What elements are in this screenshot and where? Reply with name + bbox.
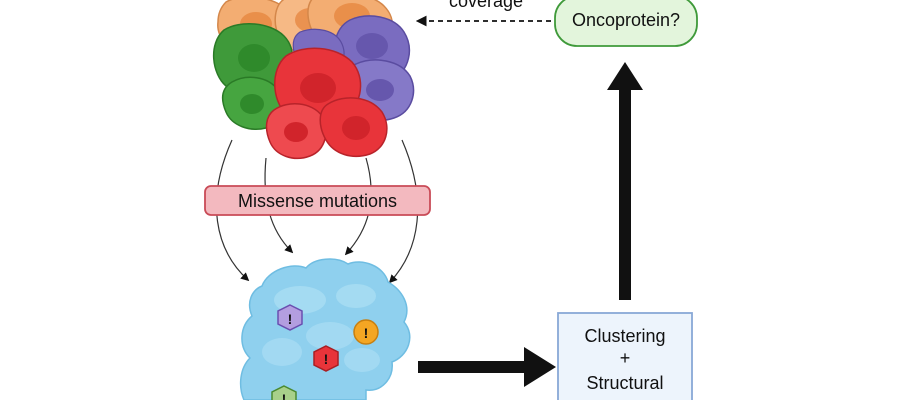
oncoprotein-label: Oncoprotein? bbox=[572, 10, 680, 30]
protein-structure: ! ! ! ! bbox=[239, 258, 411, 400]
arrow-protein-to-clustering bbox=[418, 347, 556, 387]
dashed-arrow-coverage: coverage bbox=[415, 0, 551, 27]
arrow-curve-1 bbox=[215, 139, 250, 282]
mutation-marker-purple: ! bbox=[277, 304, 303, 331]
plus-label: + bbox=[620, 348, 631, 368]
mutation-marker-label: ! bbox=[288, 311, 293, 327]
cell-red-3 bbox=[319, 97, 388, 158]
mutation-marker-label: ! bbox=[364, 325, 369, 341]
mutation-marker-green: ! bbox=[271, 385, 297, 400]
clustering-structural-box: Clustering + Structural bbox=[557, 312, 693, 400]
missense-mutations-box: Missense mutations bbox=[204, 185, 431, 216]
mutation-marker-orange: ! bbox=[353, 319, 379, 345]
cell-red-2 bbox=[265, 103, 327, 160]
arrow-clustering-to-oncoprotein bbox=[607, 62, 643, 300]
structural-label: Structural bbox=[586, 373, 663, 393]
mutation-marker-label: ! bbox=[324, 351, 329, 367]
mutation-marker-label: ! bbox=[282, 391, 287, 400]
tumor-cell-cluster bbox=[212, 0, 415, 160]
clustering-label: Clustering bbox=[584, 326, 665, 346]
arrow-curve-4 bbox=[388, 139, 419, 284]
missense-mutations-label: Missense mutations bbox=[238, 191, 397, 211]
mutation-marker-red: ! bbox=[313, 345, 339, 372]
oncoprotein-box: Oncoprotein? bbox=[554, 0, 698, 47]
coverage-label: coverage bbox=[449, 0, 523, 11]
